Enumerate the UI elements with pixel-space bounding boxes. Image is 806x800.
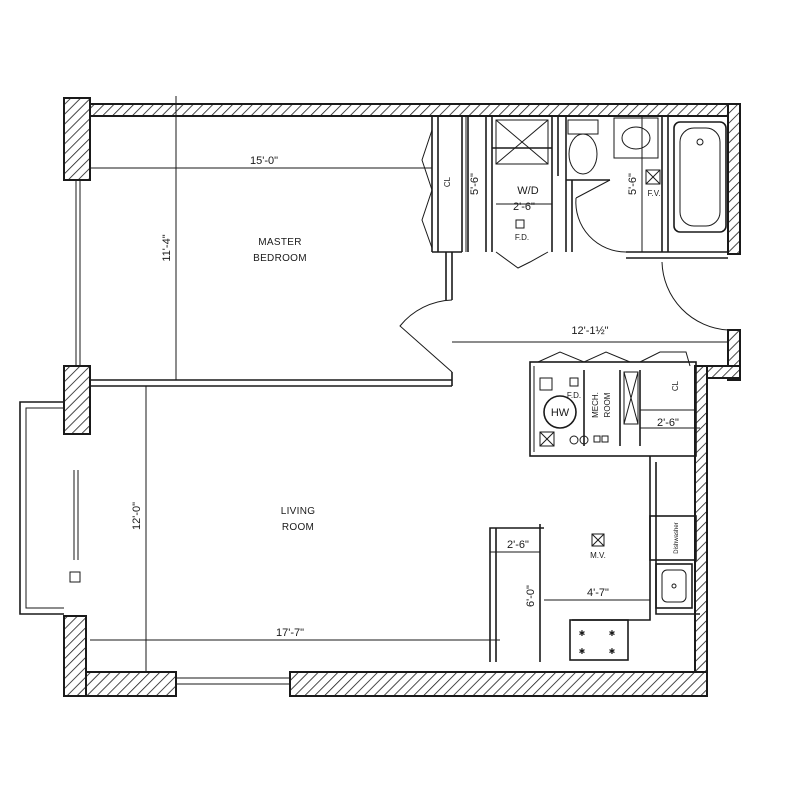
fd-label-wd: F.D. (515, 233, 529, 242)
water-heater (543, 395, 577, 429)
fd-label-mech: F.D. (567, 391, 581, 400)
dim-counter-width: 2'-6" (507, 539, 529, 551)
wd-label: W/D (517, 185, 538, 197)
interior-walls (90, 116, 728, 662)
wall-right-upper (727, 103, 741, 255)
toilet-tank (567, 119, 599, 135)
wall-top (89, 103, 741, 117)
wall-bottom-right (289, 671, 708, 697)
dim-wd-width: 2'-6" (513, 201, 535, 213)
svg-text:✱: ✱ (579, 647, 586, 656)
master-bedroom-label-2: BEDROOM (253, 253, 307, 264)
labels: MASTER BEDROOM LIVING ROOM MECH. ROOM W/… (131, 155, 680, 639)
master-bedroom-label-1: MASTER (258, 237, 301, 248)
dim-kitchen-width: 4'-7" (587, 587, 609, 599)
wall-left-bottom (63, 615, 87, 697)
closet-label-hall: CL (671, 380, 680, 391)
toilet-bowl (568, 133, 598, 175)
dim-bath-depth: 5'-6" (627, 173, 639, 195)
kitchen-sink (655, 563, 693, 609)
mech-room-label-1: MECH. (591, 392, 600, 418)
shower-box (495, 119, 549, 165)
dim-bedroom-width: 15'-0" (250, 155, 278, 167)
mech-room-label-2: ROOM (603, 392, 612, 417)
mv-label: M.V. (590, 551, 606, 560)
svg-text:✱: ✱ (609, 647, 616, 656)
living-room-label-1: LIVING (281, 506, 316, 517)
living-room-label-2: ROOM (282, 522, 314, 533)
dimension-lines (90, 96, 728, 672)
fv-label: F.V. (647, 189, 660, 198)
column-mid-left (63, 365, 91, 435)
dim-bedroom-depth: 11'-4" (161, 234, 173, 261)
stove (569, 619, 629, 661)
svg-text:✱: ✱ (609, 629, 616, 638)
dim-hall-length: 12'-1½" (571, 325, 608, 337)
svg-text:✱: ✱ (579, 629, 586, 638)
bathtub (673, 121, 727, 233)
dim-closet-depth: 5'-6" (469, 173, 481, 195)
dim-kitchen-depth: 6'-0" (525, 585, 537, 607)
closet-label-bedroom: CL (443, 176, 452, 187)
dim-living-width: 17'-7" (276, 627, 304, 639)
windows (19, 180, 290, 685)
fixtures: ✱ ✱ ✱ ✱ (495, 117, 727, 661)
column-top-left (63, 97, 91, 181)
dim-living-depth: 12'-0" (131, 502, 143, 530)
dishwasher-label: Dishwasher (674, 522, 680, 553)
bath-sink (613, 117, 659, 159)
hw-label: HW (551, 407, 570, 419)
dishwasher (649, 515, 697, 561)
dim-closet2-width: 2'-6" (657, 417, 679, 429)
doors (399, 129, 729, 373)
